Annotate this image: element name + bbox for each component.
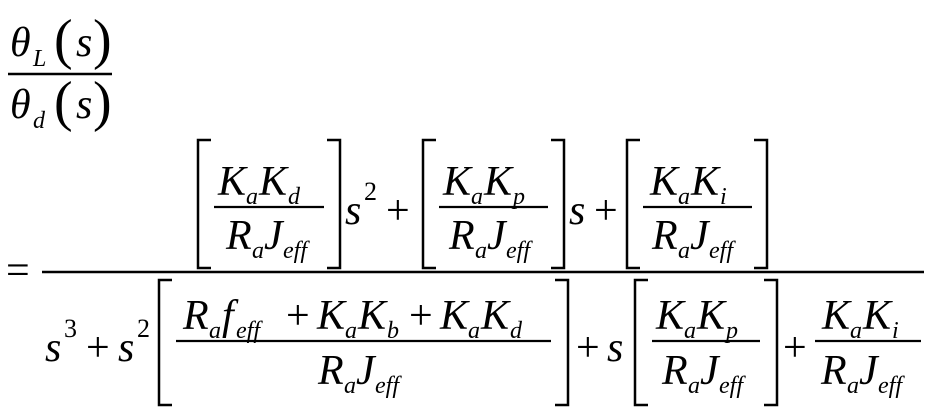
plus-sign: + xyxy=(576,325,600,371)
plus-sign: + xyxy=(386,188,410,234)
subscript-a: a xyxy=(688,373,700,399)
s-variable: s xyxy=(118,325,134,371)
R-symbol: R xyxy=(182,293,209,339)
s-variable: s xyxy=(45,325,61,371)
R-symbol: R xyxy=(225,213,252,259)
right-bracket xyxy=(764,278,779,407)
subscript-eff: eff xyxy=(719,373,746,399)
subscript-a: a xyxy=(850,318,862,344)
left-bracket xyxy=(625,138,640,270)
K-symbol: K xyxy=(690,159,721,205)
J-symbol: J xyxy=(700,348,721,394)
subscript-d: d xyxy=(510,318,523,344)
s-variable: s xyxy=(607,325,623,371)
left-bracket xyxy=(196,138,211,270)
right-bracket xyxy=(327,138,342,270)
plus-sign: + xyxy=(594,188,618,234)
s-variable: s xyxy=(76,82,92,128)
subscript-a: a xyxy=(345,318,357,344)
K-symbol: K xyxy=(316,293,347,339)
plus-sign: + xyxy=(286,293,310,339)
subscript-d: d xyxy=(288,184,301,210)
equals-sign: = xyxy=(6,248,30,294)
K-symbol: K xyxy=(217,159,248,205)
subscript-a: a xyxy=(678,184,690,210)
left-bracket xyxy=(633,278,648,407)
R-symbol: R xyxy=(820,348,847,394)
subscript-eff: eff xyxy=(283,238,310,264)
subscript-a: a xyxy=(471,184,483,210)
subscript-eff: eff xyxy=(375,373,402,399)
exponent-2: 2 xyxy=(364,177,377,206)
K-symbol: K xyxy=(258,159,289,205)
right-bracket xyxy=(551,138,566,270)
subscript-i: i xyxy=(720,184,727,210)
subscript-a: a xyxy=(246,184,258,210)
K-symbol: K xyxy=(442,159,473,205)
R-symbol: R xyxy=(661,348,688,394)
K-symbol: K xyxy=(649,159,680,205)
s-variable: s xyxy=(345,188,361,234)
plus-sign: + xyxy=(86,325,110,371)
subscript-eff: eff xyxy=(709,238,736,264)
subscript-a: a xyxy=(678,238,690,264)
subscript-eff: eff xyxy=(506,238,533,264)
K-symbol: K xyxy=(439,293,470,339)
subscript-eff: eff xyxy=(236,318,263,344)
J-symbol: J xyxy=(487,213,508,259)
K-symbol: K xyxy=(655,293,686,339)
J-symbol: J xyxy=(356,348,377,394)
R-symbol: R xyxy=(317,348,344,394)
exponent-3: 3 xyxy=(64,314,77,343)
left-bracket xyxy=(421,138,436,270)
K-symbol: K xyxy=(483,159,514,205)
J-symbol: J xyxy=(859,348,880,394)
denominator: s 3 + s 2 R a f eff + K a K b + K a K d … xyxy=(45,278,921,407)
right-paren: ) xyxy=(93,9,112,71)
R-symbol: R xyxy=(448,213,475,259)
K-symbol: K xyxy=(480,293,511,339)
left-paren: ( xyxy=(54,9,73,71)
K-symbol: K xyxy=(821,293,852,339)
right-paren: ) xyxy=(93,71,112,133)
K-symbol: K xyxy=(862,293,893,339)
subscript-i: i xyxy=(892,318,899,344)
J-symbol: J xyxy=(690,213,711,259)
theta-symbol: θ xyxy=(10,82,31,128)
exponent-2: 2 xyxy=(137,314,150,343)
lhs-ratio: θ L ( s ) θ d ( s ) xyxy=(8,9,112,134)
right-bracket xyxy=(555,278,570,407)
subscript-L: L xyxy=(32,46,46,72)
s-variable: s xyxy=(569,188,585,234)
subscript-b: b xyxy=(387,318,399,344)
R-symbol: R xyxy=(651,213,678,259)
s-variable: s xyxy=(76,20,92,66)
subscript-a: a xyxy=(344,373,356,399)
plus-sign: + xyxy=(409,293,433,339)
subscript-p: p xyxy=(511,184,525,210)
theta-symbol: θ xyxy=(10,20,31,66)
subscript-a: a xyxy=(252,238,264,264)
K-symbol: K xyxy=(696,293,727,339)
subscript-a: a xyxy=(847,373,859,399)
subscript-a: a xyxy=(684,318,696,344)
left-paren: ( xyxy=(54,71,73,133)
right-bracket xyxy=(754,138,769,270)
subscript-p: p xyxy=(724,318,738,344)
left-bracket xyxy=(157,278,172,407)
subscript-a: a xyxy=(209,318,221,344)
numerator: K a K d R a J eff s 2 + K a K p R a J ef… xyxy=(196,138,769,270)
K-symbol: K xyxy=(357,293,388,339)
J-symbol: J xyxy=(264,213,285,259)
subscript-d: d xyxy=(33,108,46,134)
subscript-a: a xyxy=(475,238,487,264)
subscript-a: a xyxy=(468,318,480,344)
subscript-eff: eff xyxy=(878,373,905,399)
plus-sign: + xyxy=(783,325,807,371)
